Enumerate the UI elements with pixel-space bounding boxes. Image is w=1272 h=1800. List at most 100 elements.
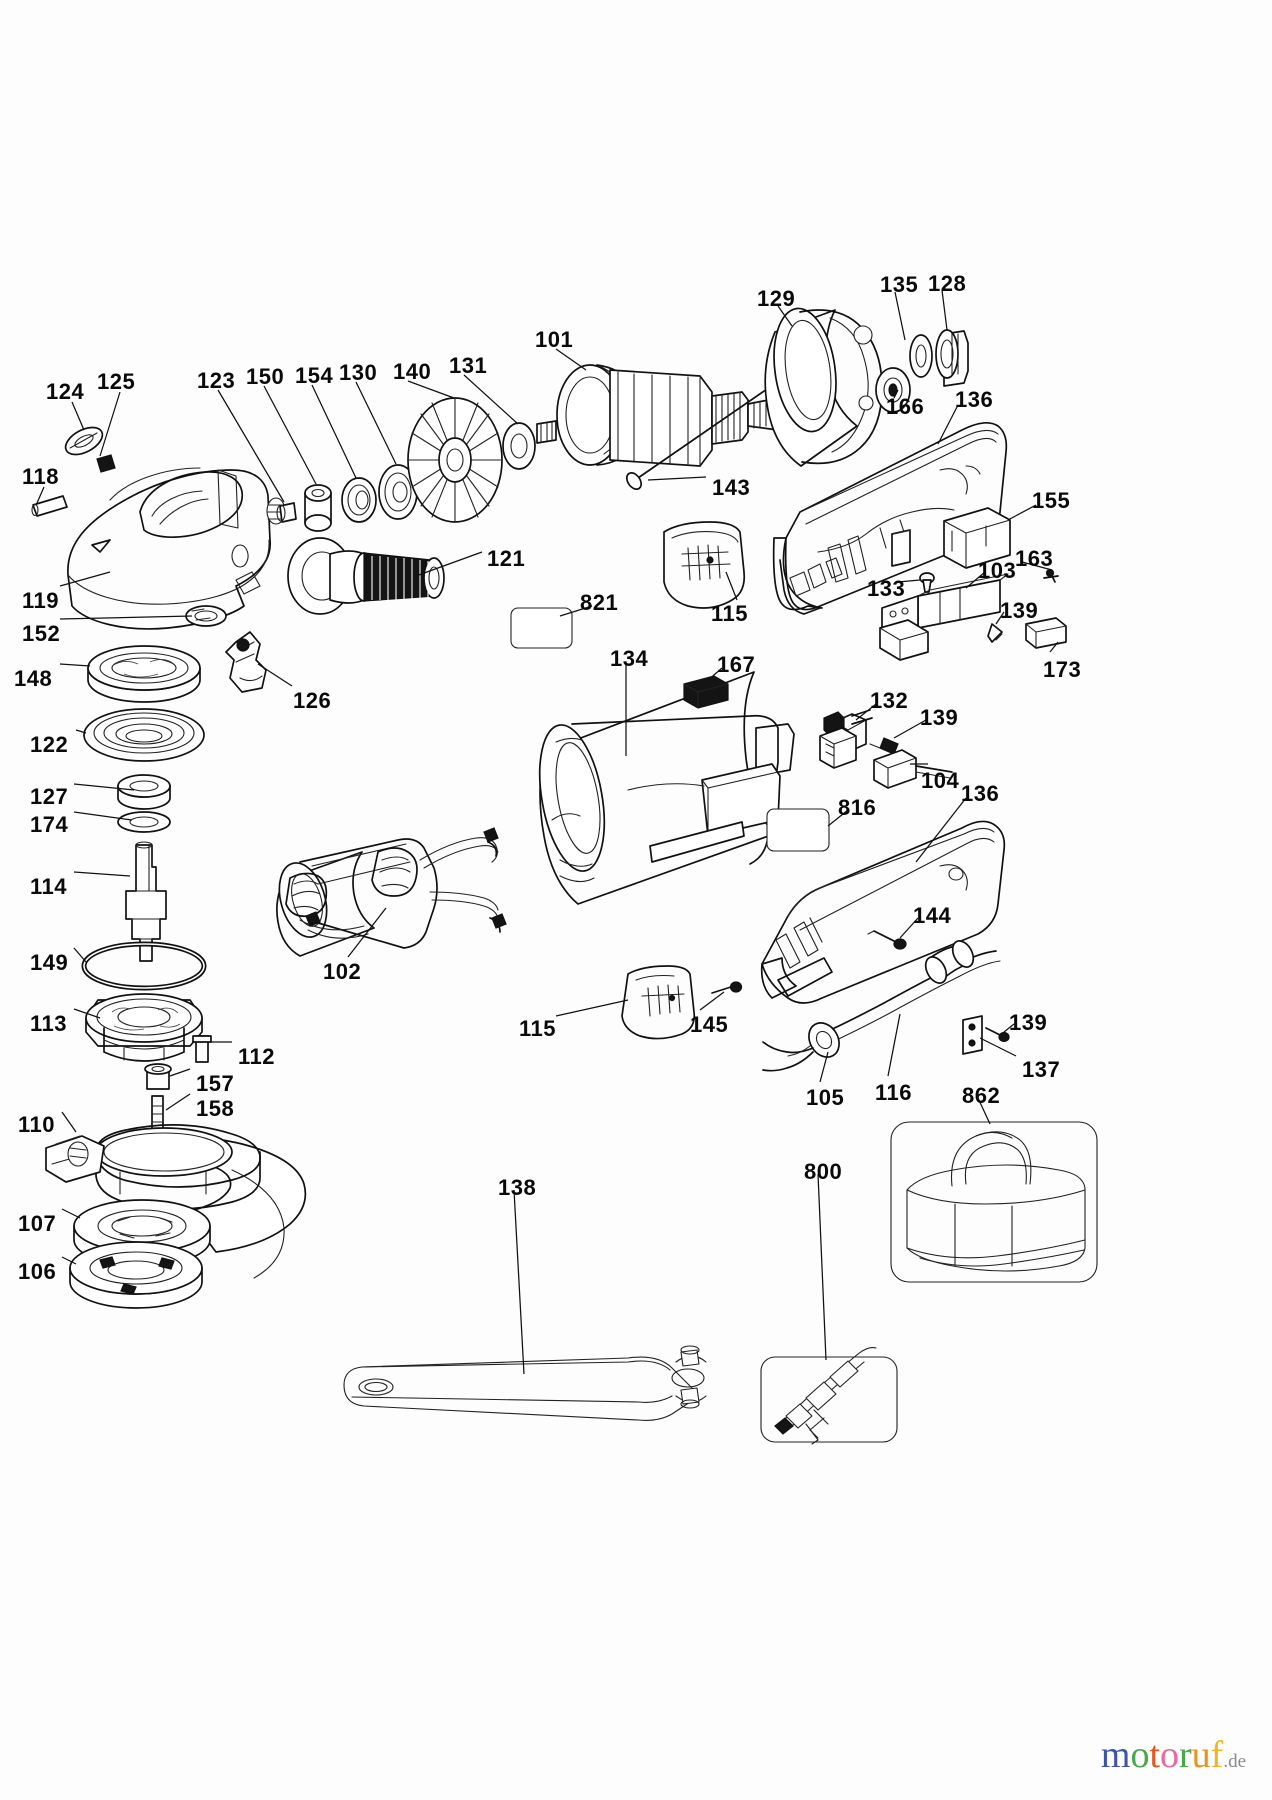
part-157-bushing <box>144 1063 172 1090</box>
part-137-cord-clamp <box>962 1015 983 1055</box>
callout-144: 144 <box>913 903 952 928</box>
part-133-screw <box>919 572 935 593</box>
part-154-bearing-seal <box>341 477 377 523</box>
callout-157: 157 <box>196 1071 235 1096</box>
part-131-washer <box>502 422 536 470</box>
part-113-gear-case <box>85 993 203 1062</box>
callout-135: 135 <box>880 272 919 297</box>
part-105-cord-leads <box>762 1022 840 1072</box>
callout-816: 816 <box>838 795 877 820</box>
callout-136-lower: 136 <box>961 781 1000 806</box>
callout-174: 174 <box>30 812 69 837</box>
part-129-baffle <box>764 307 883 467</box>
part-126-spindle-lock <box>225 631 267 693</box>
part-174-washer <box>117 811 171 833</box>
watermark-letter-o1: o <box>1130 1734 1150 1776</box>
part-116-power-cord <box>823 940 1001 1044</box>
callout-119: 119 <box>22 588 59 613</box>
part-119-gear-case-cover <box>67 467 286 630</box>
watermark-letter-m: m <box>1100 1734 1131 1776</box>
part-110-guard <box>45 1124 307 1279</box>
callout-163: 163 <box>1015 546 1054 571</box>
part-block-gray <box>891 529 911 567</box>
part-134-motor-housing <box>538 671 795 905</box>
part-138-spanner-wrench <box>343 1345 707 1421</box>
callout-127: 127 <box>30 784 69 809</box>
callout-862: 862 <box>962 1083 1001 1108</box>
watermark-domain: .de <box>1223 1751 1246 1772</box>
callout-124: 124 <box>46 379 85 404</box>
watermark-letter-f: f <box>1210 1734 1224 1776</box>
callout-166: 166 <box>886 394 925 419</box>
callout-137: 137 <box>1022 1057 1061 1082</box>
part-139-screw-a <box>987 623 1003 643</box>
callout-103: 103 <box>978 558 1017 583</box>
callout-154: 154 <box>295 363 334 388</box>
callout-114: 114 <box>30 874 67 899</box>
part-163-terminal <box>1043 568 1059 583</box>
callout-128: 128 <box>928 271 967 296</box>
part-121-side-handle <box>287 537 445 615</box>
callout-129: 129 <box>757 286 796 311</box>
part-816-label <box>766 808 830 852</box>
watermark-letter-u: u <box>1191 1734 1211 1776</box>
part-127-ball-bearing <box>117 774 171 810</box>
callout-136-upper: 136 <box>955 387 994 412</box>
watermark-letter-t: t <box>1149 1734 1160 1776</box>
part-821-label <box>510 607 573 649</box>
part-150-bushing <box>304 484 332 532</box>
part-123-screw <box>276 502 297 523</box>
callout-139-c: 139 <box>1009 1010 1048 1035</box>
part-122-gear-ring <box>83 708 205 762</box>
part-101-armature <box>536 364 781 467</box>
callout-115-lower: 115 <box>519 1016 556 1041</box>
part-115-brush-cover-lower <box>621 965 696 1040</box>
callout-101: 101 <box>535 327 574 352</box>
callout-143: 143 <box>712 475 751 500</box>
part-106-clamp-nut <box>69 1241 203 1309</box>
part-145-screw <box>711 981 743 994</box>
callout-106: 106 <box>18 1259 57 1284</box>
callout-130: 130 <box>339 360 378 385</box>
callout-140: 140 <box>393 359 432 384</box>
callout-145: 145 <box>690 1012 729 1037</box>
leader-lines <box>36 289 1059 1375</box>
motoruf-watermark: motoruf.de <box>1101 1736 1246 1774</box>
callout-150: 150 <box>246 364 285 389</box>
part-115-brush-cover-upper <box>663 521 746 609</box>
part-144-screw <box>867 930 907 950</box>
part-130-ball-bearing <box>378 464 418 520</box>
part-167-rubber-block <box>683 675 729 709</box>
part-128-bearing <box>935 329 969 387</box>
callout-107: 107 <box>18 1211 57 1236</box>
callout-167: 167 <box>717 652 756 677</box>
part-139-screw-b <box>869 737 899 755</box>
callout-139-b: 139 <box>920 705 959 730</box>
part-107-backing-flange <box>73 1199 211 1267</box>
part-125-key <box>96 454 116 473</box>
part-158-bolt <box>151 1095 164 1139</box>
part-118-pin <box>31 495 68 517</box>
callout-134: 134 <box>610 646 649 671</box>
part-139-screw-c <box>985 1027 1010 1043</box>
callout-821: 821 <box>580 590 619 615</box>
callout-800: 800 <box>804 1159 843 1184</box>
callout-122: 122 <box>30 732 69 757</box>
callout-149: 149 <box>30 950 69 975</box>
callout-116: 116 <box>875 1080 912 1105</box>
part-114-spindle <box>125 841 167 962</box>
callout-132: 132 <box>870 688 909 713</box>
callout-173: 173 <box>1043 657 1082 682</box>
callout-133: 133 <box>867 576 906 601</box>
part-148-bearing <box>87 645 201 703</box>
callout-131: 131 <box>449 353 488 378</box>
callout-158: 158 <box>196 1096 235 1121</box>
callout-121: 121 <box>487 546 526 571</box>
part-152-seal-ring <box>185 605 227 627</box>
part-136-handle-lower <box>760 820 1006 1004</box>
callout-105: 105 <box>806 1085 845 1110</box>
part-112-screw <box>192 1035 212 1063</box>
callout-155: 155 <box>1032 488 1071 513</box>
